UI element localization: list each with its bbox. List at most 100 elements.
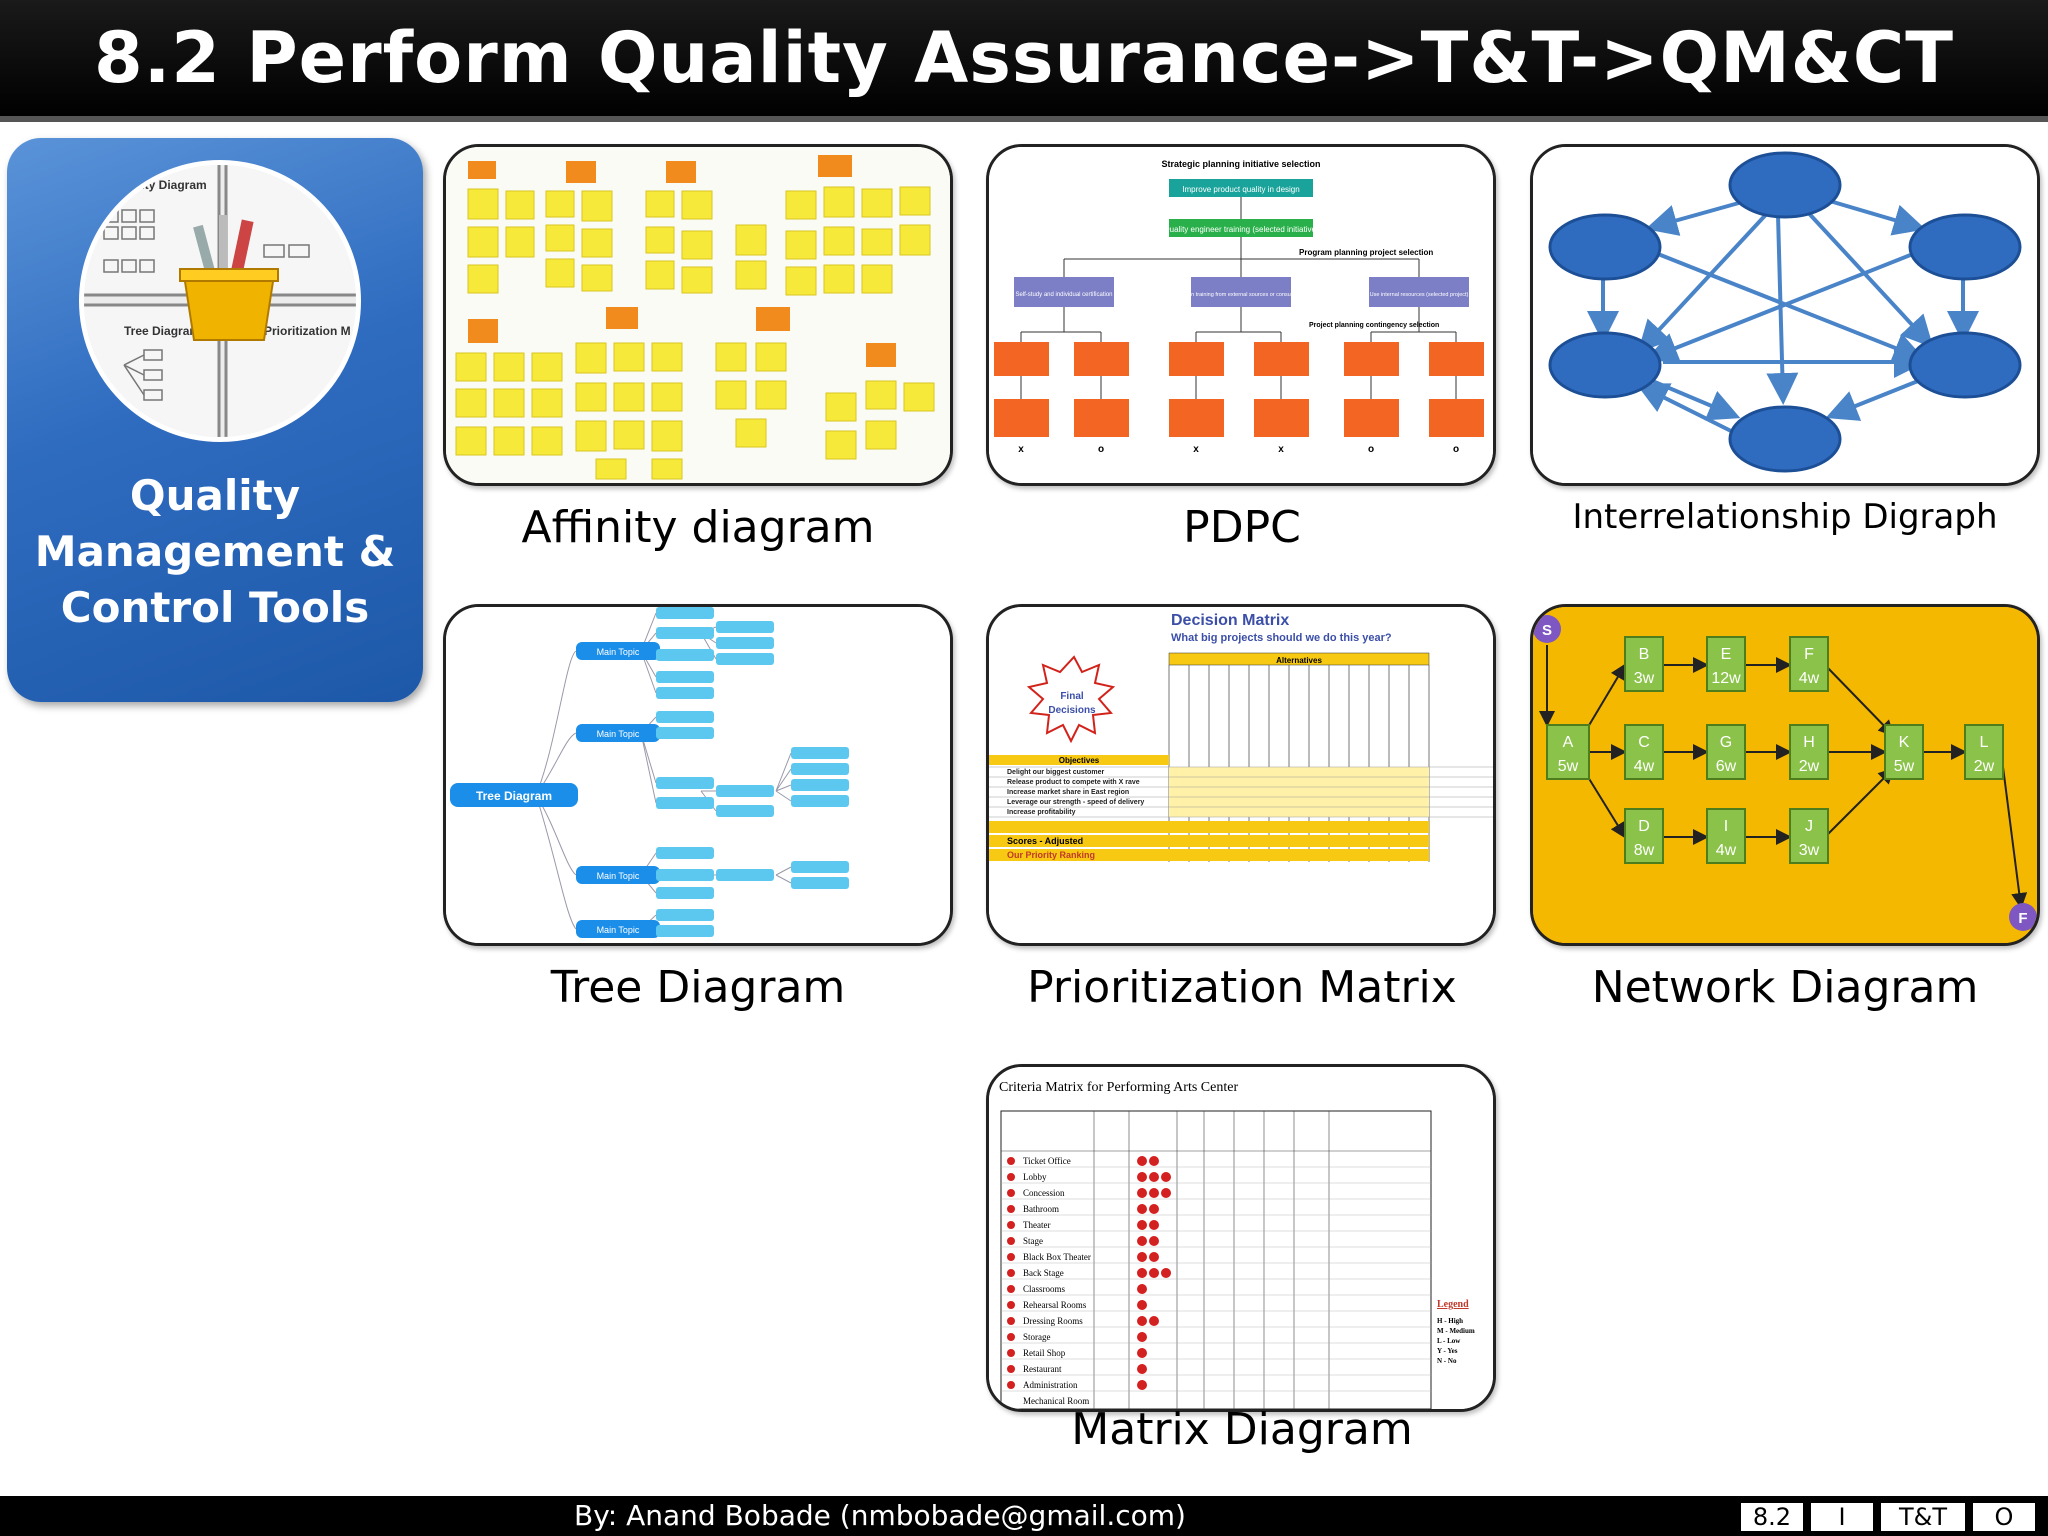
- starburst-line-2: Decisions: [1048, 705, 1096, 716]
- svg-text:Y - Yes: Y - Yes: [1437, 1347, 1458, 1355]
- network-start: S: [1542, 622, 1552, 639]
- node-L-id: L: [1980, 734, 1989, 751]
- toolbox-icon: [179, 215, 279, 341]
- node-H-id: H: [1803, 734, 1815, 751]
- final-decisions-starburst: [1026, 655, 1116, 744]
- nav-8-2[interactable]: 8.2: [1740, 1502, 1804, 1532]
- svg-text:M - Medium: M - Medium: [1437, 1327, 1475, 1335]
- svg-text:Tree Diagram: Tree Diagram: [476, 789, 552, 803]
- svg-text:x: x: [1278, 444, 1284, 455]
- node-C-id: C: [1638, 734, 1650, 751]
- nav-outputs[interactable]: O: [1972, 1502, 2036, 1532]
- starburst-line-1: Final: [1060, 691, 1084, 702]
- nav-inputs[interactable]: I: [1810, 1502, 1874, 1532]
- prioritization-matrix-image[interactable]: Decision Matrix What big projects should…: [986, 604, 1496, 946]
- caption-network: Network Diagram: [1591, 962, 1979, 1013]
- svg-text:x: x: [1018, 444, 1024, 455]
- card-label-line-1: Quality: [129, 471, 301, 520]
- matrix-diagram-image[interactable]: Criteria Matrix for Performing Arts Cent…: [986, 1064, 1496, 1412]
- node-K-id: K: [1899, 734, 1910, 751]
- title-bar: 8.2 Perform Quality Assurance->T&T->QM&C…: [0, 0, 2048, 122]
- svg-text:o: o: [1098, 444, 1104, 455]
- svg-text:Ticket Office: Ticket Office: [1023, 1156, 1071, 1166]
- card-label: Quality Management & Control Tools: [7, 468, 423, 636]
- pdpc-goal: Improve product quality in design: [1182, 185, 1299, 194]
- pdpc-option-2: Obtain training from external sources or…: [1178, 292, 1304, 298]
- tree-diagram-image[interactable]: Tree Diagram Main Topic Main Topic Main …: [443, 604, 953, 946]
- node-K-dur: 5w: [1894, 758, 1915, 775]
- svg-text:Concession: Concession: [1023, 1188, 1065, 1198]
- pdpc-image[interactable]: Strategic planning initiative selection …: [986, 144, 1496, 486]
- node-E-dur: 12w: [1711, 670, 1741, 687]
- node-B-dur: 3w: [1634, 670, 1655, 687]
- node-D-dur: 8w: [1634, 842, 1655, 859]
- objective-2: Release product to compete with X rave: [1007, 779, 1140, 786]
- node-J-id: J: [1805, 818, 1813, 835]
- tree-main-2: Main Topic: [597, 729, 640, 739]
- svg-text:Dressing Rooms: Dressing Rooms: [1023, 1316, 1083, 1326]
- svg-text:Mechanical Room: Mechanical Room: [1023, 1396, 1089, 1406]
- decision-matrix-question: What big projects should we do this year…: [1171, 632, 1392, 644]
- tree-main-3: Main Topic: [597, 871, 640, 881]
- footer-author: By: Anand Bobade (nmbobade@gmail.com): [574, 1499, 1186, 1532]
- card-label-line-3: Control Tools: [60, 583, 370, 632]
- caption-matrix: Matrix Diagram: [1071, 1404, 1413, 1455]
- svg-text:H - High: H - High: [1437, 1317, 1463, 1325]
- pdpc-program: Program planning project selection: [1299, 248, 1433, 257]
- alternatives-label: Alternatives: [1276, 656, 1322, 665]
- objective-5: Increase profitability: [1007, 809, 1076, 816]
- thumb-label-affinity: Affinity Diagram: [114, 178, 207, 192]
- scores-adjusted-label: Scores - Adjusted: [1007, 836, 1083, 846]
- objectives-label: Objectives: [1059, 756, 1100, 765]
- matrix-legend: H - High M - Medium L - Low Y - Yes N - …: [1437, 1317, 1475, 1365]
- node-D-id: D: [1638, 818, 1650, 835]
- footer-bar: By: Anand Bobade (nmbobade@gmail.com): [0, 1496, 2048, 1536]
- node-B-id: B: [1639, 646, 1650, 663]
- svg-text:Lobby: Lobby: [1023, 1172, 1047, 1182]
- svg-text:Black Box Theater: Black Box Theater: [1023, 1252, 1091, 1262]
- node-C-dur: 4w: [1634, 758, 1655, 775]
- caption-digraph: Interrelationship Digraph: [1572, 497, 1998, 537]
- node-L-dur: 2w: [1974, 758, 1995, 775]
- node-I-dur: 4w: [1716, 842, 1737, 859]
- tree-main-1: Main Topic: [597, 647, 640, 657]
- card-label-line-2: Management &: [34, 527, 396, 576]
- svg-text:Bathroom: Bathroom: [1023, 1204, 1059, 1214]
- qmct-card: Affinity Diagram Tree Diagrams Prioritiz…: [7, 138, 423, 702]
- svg-text:Retail Shop: Retail Shop: [1023, 1348, 1066, 1358]
- node-F-dur: 4w: [1799, 670, 1820, 687]
- pdpc-top-label: Strategic planning initiative selection: [1161, 159, 1320, 169]
- tree-main-4: Main Topic: [597, 925, 640, 935]
- priority-ranking-label: Our Priority Ranking: [1007, 850, 1095, 860]
- node-H-dur: 2w: [1799, 758, 1820, 775]
- pdpc-option-1: Self-study and individual certification: [1015, 292, 1112, 298]
- network-finish: F: [2018, 910, 2027, 927]
- affinity-diagram-image[interactable]: [443, 144, 953, 486]
- svg-text:Classrooms: Classrooms: [1023, 1284, 1066, 1294]
- objective-3: Increase market share in East region: [1007, 789, 1129, 796]
- matrix-legend-title: Legend: [1437, 1299, 1469, 1310]
- node-A-dur: 5w: [1558, 758, 1579, 775]
- node-I-id: I: [1724, 818, 1728, 835]
- decision-matrix-heading: Decision Matrix: [1171, 612, 1289, 629]
- interrelationship-digraph-image[interactable]: [1530, 144, 2040, 486]
- pdpc-sub: Quality engineer training (selected init…: [1163, 225, 1319, 234]
- caption-tree: Tree Diagram: [550, 962, 846, 1013]
- node-A-id: A: [1563, 734, 1574, 751]
- matrix-row-labels: Ticket Office Lobby Concession Bathroom …: [1023, 1156, 1091, 1406]
- nav-tools-techniques[interactable]: T&T: [1880, 1502, 1966, 1532]
- svg-text:Stage: Stage: [1023, 1236, 1043, 1246]
- pdpc-contingency: Project planning contingency selection: [1309, 322, 1439, 329]
- node-F-id: F: [1804, 646, 1814, 663]
- svg-text:Rehearsal Rooms: Rehearsal Rooms: [1023, 1300, 1087, 1310]
- node-G-id: G: [1720, 734, 1732, 751]
- tree-root: Tree Diagram: [450, 783, 578, 807]
- thumb-label-tree: Tree Diagrams: [124, 324, 207, 338]
- svg-text:Theater: Theater: [1023, 1220, 1050, 1230]
- caption-affinity: Affinity diagram: [521, 502, 875, 553]
- caption-prioritization: Prioritization Matrix: [1027, 962, 1457, 1013]
- objective-4: Leverage our strength - speed of deliver…: [1007, 799, 1144, 806]
- node-J-dur: 3w: [1799, 842, 1820, 859]
- svg-text:Administration: Administration: [1023, 1380, 1078, 1390]
- network-diagram-image[interactable]: S F B 3w E 12w F 4w A 5w C 4w G 6w H 2w …: [1530, 604, 2040, 946]
